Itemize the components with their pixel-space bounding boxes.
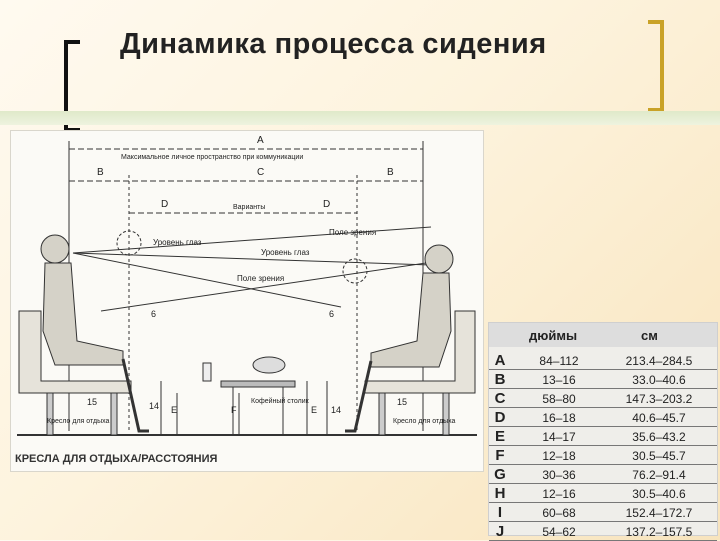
label-e-right: E	[311, 405, 317, 415]
row-cm: 147.3–203.2	[625, 392, 693, 406]
row-letter: G	[494, 466, 506, 483]
row-cm: 35.6–43.2	[632, 430, 686, 444]
table-rows: A 84–112 213.4–284.5 B 13–16 33.0–40.6 C 58–8…	[489, 351, 717, 541]
label-eye-level-2: Уровень глаз	[261, 248, 310, 257]
table-row: F 12–18 30.5–45.7	[489, 446, 717, 465]
table-row: H 12–16 30.5–40.6	[489, 484, 717, 503]
right-bracket-decoration	[648, 20, 664, 112]
label-chair-right: Кресло для отдыха	[393, 418, 456, 425]
diagram-drawing: A Максимальное личное пространство при к…	[17, 135, 477, 436]
table-row: D 16–18 40.6–45.7	[489, 408, 717, 427]
dimensions-table: дюймы см A 84–112 213.4–284.5 B 13–16 33.0–4…	[488, 322, 718, 541]
header-cm: см	[641, 328, 658, 343]
row-cm: 76.2–91.4	[632, 468, 686, 482]
seating-diagram: A Максимальное личное пространство при к…	[10, 130, 484, 472]
row-letter: J	[495, 523, 505, 540]
table-row: A 84–112 213.4–284.5	[489, 351, 717, 370]
label-a-text: Максимальное личное пространство при ком…	[121, 154, 303, 161]
slide-title: Динамика процесса сидения	[120, 28, 547, 60]
label-d-left: D	[161, 199, 168, 210]
row-inches: 13–16	[542, 373, 576, 387]
row-letter: E	[494, 428, 505, 445]
row-letter: B	[494, 371, 506, 388]
row-letter: I	[497, 504, 503, 521]
table-row: E 14–17 35.6–43.2	[489, 427, 717, 446]
row-letter: F	[495, 447, 505, 464]
row-cm: 213.4–284.5	[625, 354, 693, 368]
row-letter: C	[494, 390, 506, 407]
row-inches: 54–62	[542, 525, 576, 539]
row-letter: A	[494, 352, 506, 369]
label-d-mid: Варианты	[233, 204, 265, 211]
row-cm: 30.5–40.6	[632, 487, 686, 501]
label-field-of-view-1: Поле зрения	[329, 228, 376, 237]
label-dim-6-right: 6	[329, 309, 334, 319]
row-cm: 30.5–45.7	[632, 449, 686, 463]
row-inches: 14–17	[542, 430, 576, 444]
label-b-right: B	[387, 167, 394, 178]
row-inches: 12–16	[542, 487, 576, 501]
label-f: F	[231, 405, 237, 415]
label-d-right: D	[323, 199, 330, 210]
label-eye-level-1: Уровень глаз	[153, 238, 202, 247]
label-coffee-table: Кофейный столик	[251, 397, 310, 405]
table-row: C 58–80 147.3–203.2	[489, 389, 717, 408]
label-dim-14-right: 14	[331, 405, 341, 415]
row-letter: H	[494, 485, 506, 502]
label-dim-15-left: 15	[87, 397, 97, 407]
row-cm: 152.4–172.7	[625, 506, 693, 520]
row-inches: 60–68	[542, 506, 576, 520]
label-b-left: B	[97, 167, 104, 178]
label-field-of-view-2: Поле зрения	[237, 274, 284, 283]
label-dim-14-left: 14	[149, 401, 159, 411]
row-inches: 16–18	[542, 411, 576, 425]
row-inches: 58–80	[542, 392, 576, 406]
table-row: B 13–16 33.0–40.6	[489, 370, 717, 389]
row-letter: D	[494, 409, 506, 426]
title-rule	[0, 111, 720, 125]
row-inches: 84–112	[539, 354, 579, 368]
row-inches: 30–36	[542, 468, 576, 482]
row-inches: 12–18	[542, 449, 576, 463]
header-inches: дюймы	[529, 328, 578, 343]
table-row: J 54–62 137.2–157.5	[489, 522, 717, 541]
label-dim-6-left: 6	[151, 309, 156, 319]
label-c: C	[257, 167, 264, 178]
table-row: I 60–68 152.4–172.7	[489, 503, 717, 522]
label-dim-15-right: 15	[397, 397, 407, 407]
label-chair-left: Кресло для отдыха	[47, 418, 110, 425]
row-cm: 33.0–40.6	[632, 373, 686, 387]
figure-caption: КРЕСЛА ДЛЯ ОТДЫХА/РАССТОЯНИЯ	[15, 453, 218, 465]
table-row: G 30–36 76.2–91.4	[489, 465, 717, 484]
label-e-left: E	[171, 405, 177, 415]
table-header: дюймы см	[489, 323, 717, 347]
row-cm: 40.6–45.7	[632, 411, 686, 425]
row-cm: 137.2–157.5	[625, 525, 693, 539]
label-a: A	[257, 135, 264, 146]
